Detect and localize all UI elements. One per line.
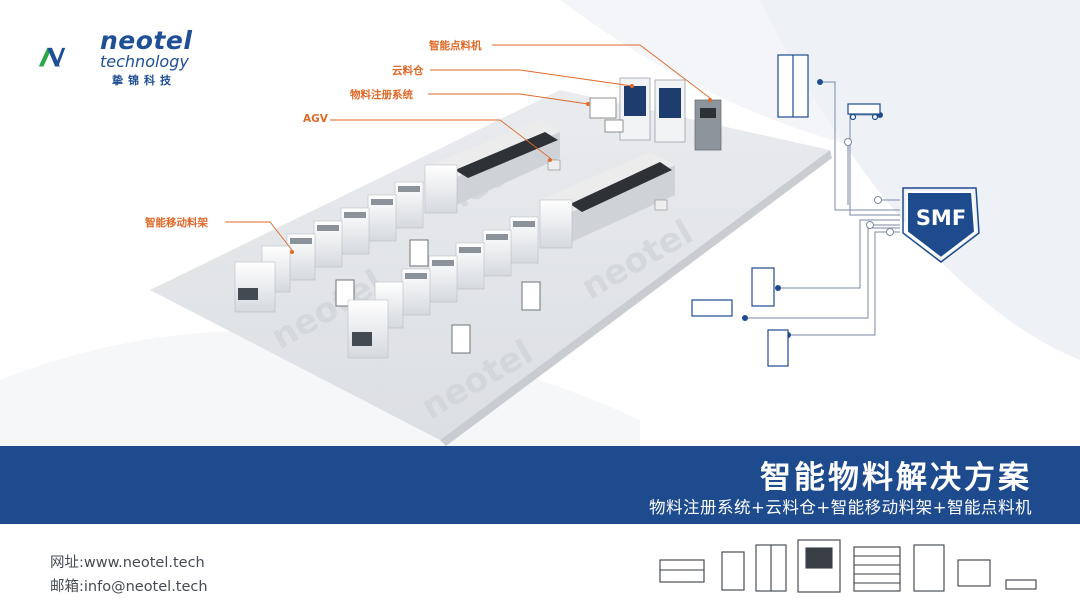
title-banner [0,446,1080,524]
banner-title: 智能物料解决方案 [760,460,1032,496]
callout-agv: AGV [303,113,328,125]
callout-smart-counter: 智能点料机 [429,40,482,52]
cloud-store-towers [589,77,722,151]
contact-website: 网址:www.neotel.tech [50,555,205,571]
callout-mobile-rack: 智能移动料架 [145,217,208,229]
callout-leaders [225,44,712,254]
logo-chinese-name: 挚锦科技 [112,74,176,87]
neotel-logo-mark [38,47,66,67]
callout-cloud-store: 云料仓 [392,65,424,77]
footer-equipment-icons [659,539,1037,593]
logo-name: neotel [100,26,193,55]
smf-label: SMF [915,206,967,230]
smf-shield [906,191,977,260]
production-line-upper [234,120,561,313]
floor-edge [440,150,832,446]
contact-email: 邮箱:info@neotel.tech [50,579,208,595]
production-line-lower [347,152,675,359]
network-device-icons [691,54,881,367]
network-nodes-hollow [844,138,894,236]
smf-network [745,81,900,336]
bg-swoosh [760,0,1080,360]
banner-subtitle: 物料注册系统+云料仓+智能移动料架+智能点料机 [649,498,1032,517]
logo-subtitle: technology [100,52,189,71]
callout-registration-system: 物料注册系统 [350,89,413,101]
